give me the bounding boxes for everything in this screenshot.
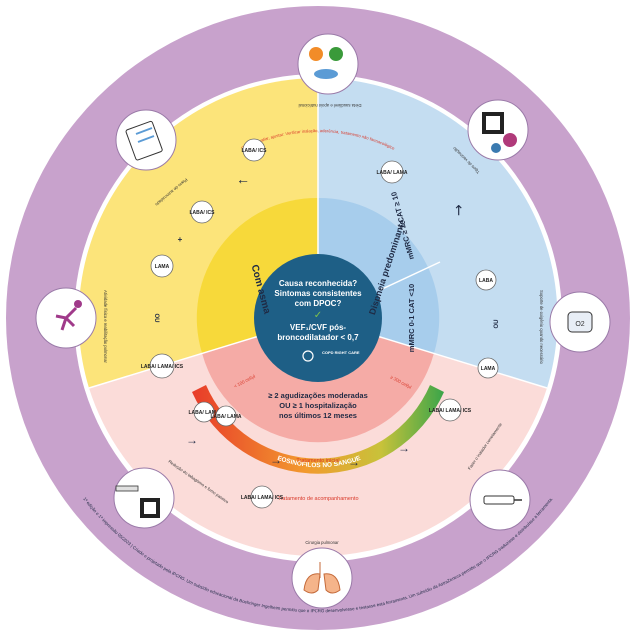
activity-icon <box>35 287 97 349</box>
svg-text:LABA/ LAMA/ ICS: LABA/ LAMA/ ICS <box>241 495 284 501</box>
center-line4: VEF₁/CVF pós- <box>290 323 347 332</box>
svg-text:LABA/ LAMA/ ICS: LABA/ LAMA/ ICS <box>429 408 472 414</box>
checkmark-icon: ✓ <box>314 310 322 321</box>
follow-treatment-label: Tratamento de acompanhamento <box>277 496 358 502</box>
center-circle <box>254 254 382 382</box>
pill-laba-ics-1: LABA/ ICS <box>242 138 268 162</box>
pill-laba-lama-1: LABA/ LAMA <box>376 160 408 184</box>
vaccine-qr-icon <box>467 99 529 161</box>
low-risk-label: mMRC 0-1 CAT <10 <box>407 284 416 352</box>
initial-treatment-label: Tratamento inicial <box>296 458 339 464</box>
arrow-icon-4: → <box>270 453 282 467</box>
pill-lama-2: LAMA <box>477 357 499 379</box>
pill-laba-lama-2: LABA/ LAMA <box>188 401 220 423</box>
pill-laba: LABA <box>475 269 497 291</box>
smoking-qr-icon <box>113 467 175 529</box>
center-line2: Sintomas consistentes <box>274 289 362 298</box>
arrow-icon-5: → <box>348 455 360 469</box>
svg-text:O2: O2 <box>575 321 584 328</box>
svg-text:LABA/ LAMA/ ICS: LABA/ LAMA/ ICS <box>141 364 184 370</box>
svg-text:LABA/ ICS: LABA/ ICS <box>242 148 268 154</box>
svg-text:LABA/ ICS: LABA/ ICS <box>190 210 216 216</box>
svg-text:LABA/ LAMA: LABA/ LAMA <box>210 414 241 420</box>
pill-laba-lama-ics-1: LABA/ LAMA/ ICS <box>141 353 184 379</box>
pill-laba-lama-ics-3: LABA/ LAMA/ ICS <box>241 485 284 509</box>
or-label-right: OU <box>494 320 500 329</box>
arrow-icon-1: ← <box>236 171 250 187</box>
exacerbation-line2: OU ≥ 1 hospitalização <box>279 401 357 410</box>
lungs-icon <box>291 547 353 609</box>
svg-text:LABA/ LAMA: LABA/ LAMA <box>188 410 219 416</box>
svg-text:COPD RIGHT CARE: COPD RIGHT CARE <box>322 350 360 355</box>
center-line1: Causa reconhecida? <box>279 279 357 288</box>
pill-laba-lama-3: LABA/ LAMA <box>210 405 242 427</box>
svg-text:LAMA: LAMA <box>155 264 170 270</box>
svg-text:LAMA: LAMA <box>481 366 496 372</box>
svg-text:LABA: LABA <box>479 278 493 284</box>
pill-lama-1: LAMA <box>150 254 174 278</box>
copd-right-care-logo: COPD RIGHT CARE <box>302 350 360 362</box>
diet-icon <box>297 33 359 95</box>
arrow-icon-3: → <box>186 433 198 447</box>
inhaler-icon <box>469 469 531 531</box>
center-line5: broncodilatador < 0,7 <box>277 333 359 342</box>
eosinophil-band <box>192 385 444 474</box>
diet-label: Dieta saudável e apoio nutricional <box>299 103 362 108</box>
oxygen-icon: O2 <box>549 291 611 353</box>
center-line3: com DPOC? <box>295 299 342 308</box>
self-care-plan-icon <box>115 109 177 171</box>
plus-sign: + <box>178 235 183 244</box>
pill-laba-ics-2: LABA/ ICS <box>190 200 216 224</box>
oxygen-label: Suporte de oxigênio quando necessário <box>539 290 544 364</box>
pill-laba-lama-ics-2: LABA/ LAMA/ ICS <box>429 398 472 422</box>
or-label-left: OU <box>153 314 159 323</box>
arrow-icon-6: → <box>398 441 410 455</box>
svg-text:LABA/ LAMA: LABA/ LAMA <box>376 170 407 176</box>
surgery-label: Cirurgia pulmonar <box>305 540 339 545</box>
activity-label: Atividade física e reabilitação pulmonar <box>103 290 108 363</box>
exacerbation-line1: ≥ 2 agudizações moderadas <box>268 391 368 400</box>
exacerbation-line3: nos últimos 12 meses <box>279 411 357 420</box>
